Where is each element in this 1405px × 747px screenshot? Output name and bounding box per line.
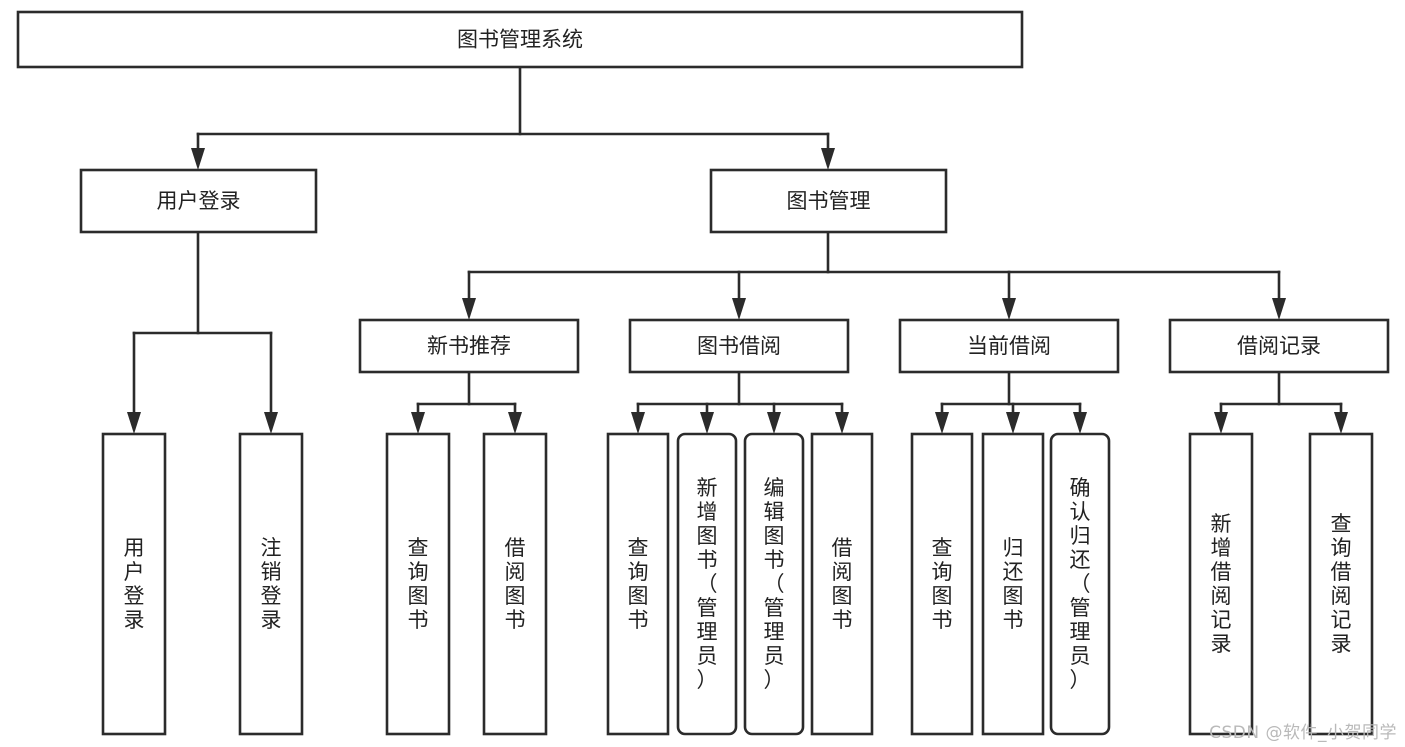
- node-box-new-book-recommend[interactable]: [358, 318, 580, 374]
- arrow-head-icon: [700, 412, 714, 434]
- node-user-login[interactable]: 用户登录: [79, 168, 318, 234]
- csdn-watermark: CSDN @软件_小贺同学: [1209, 723, 1397, 743]
- node-box-leaf-borrow-book-recommend[interactable]: [482, 432, 548, 736]
- node-box-user-login[interactable]: [79, 168, 318, 234]
- node-new-book-recommend[interactable]: 新书推荐: [358, 318, 580, 374]
- node-box-leaf-query-book-current[interactable]: [910, 432, 974, 736]
- node-root[interactable]: 图书管理系统: [16, 10, 1024, 69]
- node-box-leaf-logout[interactable]: [238, 432, 304, 736]
- arrow-head-icon: [1073, 412, 1087, 434]
- arrow-head-icon: [1214, 412, 1228, 434]
- node-leaf-query-book-recommend[interactable]: 查询图书: [385, 432, 451, 736]
- node-leaf-edit-book-admin[interactable]: 编辑图书（管理员）: [743, 432, 805, 736]
- node-leaf-user-login[interactable]: 用户登录: [101, 432, 167, 736]
- node-leaf-add-book-admin[interactable]: 新增图书（管理员）: [676, 432, 738, 736]
- arrow-head-icon: [835, 412, 849, 434]
- arrow-head-icon: [631, 412, 645, 434]
- node-leaf-add-borrow-record[interactable]: 新增借阅记录: [1188, 432, 1254, 736]
- arrow-head-icon: [732, 298, 746, 320]
- node-label-leaf-confirm-return-admin: 确认归还（管理员）: [1070, 476, 1091, 692]
- arrow-head-icon: [508, 412, 522, 434]
- node-label-root: 图书管理系统: [457, 28, 583, 52]
- node-box-leaf-query-book-recommend[interactable]: [385, 432, 451, 736]
- arrow-head-icon: [127, 412, 141, 434]
- node-leaf-logout[interactable]: 注销登录: [238, 432, 304, 736]
- node-leaf-confirm-return-admin[interactable]: 确认归还（管理员）: [1049, 432, 1111, 736]
- node-box-leaf-query-book-borrow[interactable]: [606, 432, 670, 736]
- node-label-leaf-return-book: 归还图书: [1003, 536, 1024, 632]
- node-leaf-borrow-book[interactable]: 借阅图书: [810, 432, 874, 736]
- arrow-head-icon: [1272, 298, 1286, 320]
- node-box-leaf-return-book[interactable]: [981, 432, 1045, 736]
- node-borrow-record[interactable]: 借阅记录: [1168, 318, 1390, 374]
- arrow-head-icon: [1002, 298, 1016, 320]
- arrow-head-icon: [767, 412, 781, 434]
- node-leaf-query-borrow-record[interactable]: 查询借阅记录: [1308, 432, 1374, 736]
- node-label-leaf-add-borrow-record: 新增借阅记录: [1211, 512, 1232, 656]
- node-box-book-borrow[interactable]: [628, 318, 850, 374]
- node-leaf-query-book-current[interactable]: 查询图书: [910, 432, 974, 736]
- node-box-leaf-add-book-admin[interactable]: [676, 432, 738, 736]
- node-label-new-book-recommend: 新书推荐: [427, 334, 511, 358]
- node-box-book-manage[interactable]: [709, 168, 948, 234]
- node-label-leaf-query-book-borrow: 查询图书: [628, 536, 649, 632]
- node-label-current-borrow: 当前借阅: [967, 334, 1051, 358]
- arrow-head-icon: [821, 148, 835, 170]
- node-leaf-borrow-book-recommend[interactable]: 借阅图书: [482, 432, 548, 736]
- node-label-borrow-record: 借阅记录: [1237, 334, 1321, 358]
- node-box-leaf-confirm-return-admin[interactable]: [1049, 432, 1111, 736]
- node-leaf-query-book-borrow[interactable]: 查询图书: [606, 432, 670, 736]
- arrow-head-icon: [1334, 412, 1348, 434]
- node-book-borrow[interactable]: 图书借阅: [628, 318, 850, 374]
- node-label-leaf-add-book-admin: 新增图书（管理员）: [697, 476, 718, 692]
- node-label-leaf-query-book-recommend: 查询图书: [408, 536, 429, 632]
- node-current-borrow[interactable]: 当前借阅: [898, 318, 1120, 374]
- node-box-leaf-edit-book-admin[interactable]: [743, 432, 805, 736]
- arrow-head-icon: [264, 412, 278, 434]
- node-box-root[interactable]: [16, 10, 1024, 69]
- node-box-borrow-record[interactable]: [1168, 318, 1390, 374]
- node-label-leaf-query-borrow-record: 查询借阅记录: [1331, 512, 1352, 656]
- arrow-head-icon: [191, 148, 205, 170]
- node-leaf-return-book[interactable]: 归还图书: [981, 432, 1045, 736]
- node-label-leaf-user-login: 用户登录: [124, 536, 145, 632]
- arrow-head-icon: [1006, 412, 1020, 434]
- arrow-head-icon: [935, 412, 949, 434]
- node-label-leaf-borrow-book: 借阅图书: [832, 536, 853, 632]
- node-label-book-manage: 图书管理: [787, 189, 871, 213]
- node-book-manage[interactable]: 图书管理: [709, 168, 948, 234]
- node-label-leaf-borrow-book-recommend: 借阅图书: [505, 536, 526, 632]
- node-box-leaf-borrow-book[interactable]: [810, 432, 874, 736]
- node-label-leaf-edit-book-admin: 编辑图书（管理员）: [764, 476, 785, 692]
- arrow-head-icon: [411, 412, 425, 434]
- node-box-leaf-query-borrow-record[interactable]: [1308, 432, 1374, 736]
- node-box-leaf-add-borrow-record[interactable]: [1188, 432, 1254, 736]
- arrow-head-icon: [462, 298, 476, 320]
- node-label-leaf-logout: 注销登录: [261, 536, 282, 632]
- node-box-leaf-user-login[interactable]: [101, 432, 167, 736]
- node-label-leaf-query-book-current: 查询图书: [932, 536, 953, 632]
- node-layer: 图书管理系统用户登录图书管理新书推荐图书借阅当前借阅借阅记录用户登录注销登录查询…: [16, 10, 1390, 736]
- connector-layer: [127, 65, 1348, 434]
- node-label-book-borrow: 图书借阅: [697, 334, 781, 358]
- node-label-user-login: 用户登录: [157, 189, 241, 213]
- node-box-current-borrow[interactable]: [898, 318, 1120, 374]
